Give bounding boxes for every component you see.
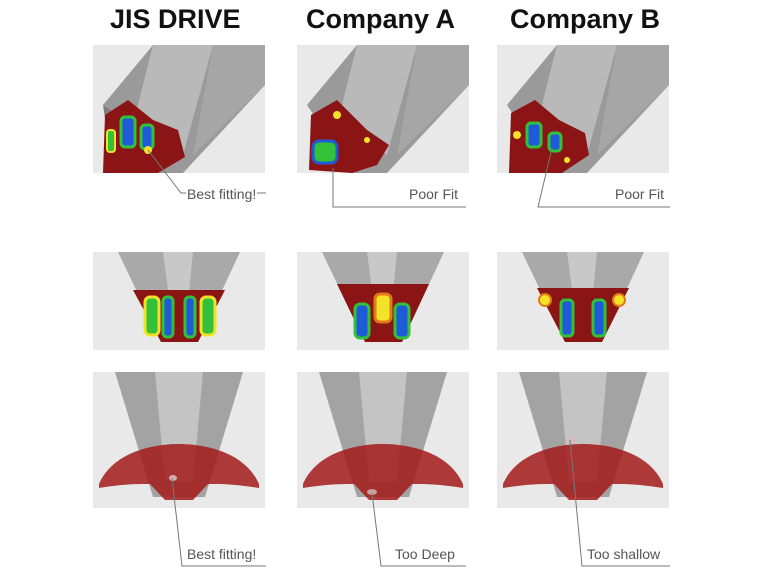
depth-view-jis (93, 372, 265, 508)
callout-company-b-bottom: Too shallow (586, 546, 662, 562)
depth-view-company-a (297, 372, 469, 508)
title-company-b: Company B (510, 4, 661, 34)
depth-view-company-b (497, 372, 669, 508)
tip-side-view-company-b (497, 252, 669, 350)
title-company-a: Company A (306, 4, 456, 34)
callout-jis-top: Best fitting! (186, 186, 258, 202)
tip-angle-view-jis (93, 45, 265, 173)
callout-company-b-top: Poor Fit (614, 186, 666, 202)
title-jis-drive: JIS DRIVE (110, 4, 241, 34)
callout-jis-bottom: Best fitting! (186, 546, 258, 562)
tip-angle-view-company-a (297, 45, 469, 173)
tip-angle-view-company-b (497, 45, 669, 173)
tip-side-view-company-a (297, 252, 469, 350)
callout-company-a-top: Poor Fit (408, 186, 460, 202)
callout-company-a-bottom: Too Deep (394, 546, 456, 562)
tip-side-view-jis (93, 252, 265, 350)
